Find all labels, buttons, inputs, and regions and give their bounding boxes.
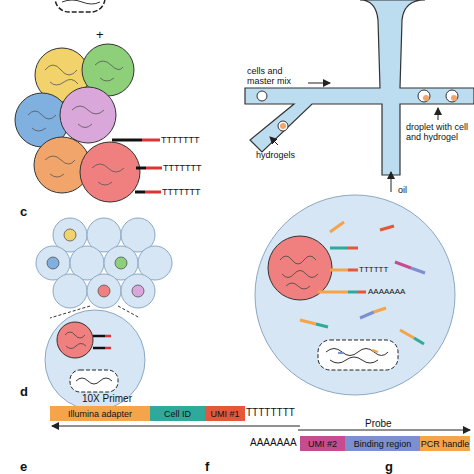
panel-letter: c — [20, 205, 27, 219]
sequence-segment: PCR handle — [420, 436, 470, 451]
panel-letter: e — [20, 460, 27, 474]
poly-a: AAAAAAA — [250, 437, 297, 448]
inlet-label: cells and master mix — [247, 66, 307, 86]
inlet-label: hydrogels — [256, 150, 295, 160]
panel-letter: d — [20, 385, 28, 399]
sequence-segment: Binding region — [345, 436, 420, 451]
poly-t: TTTTTTT — [162, 187, 200, 197]
inlet-label: oil — [398, 185, 407, 195]
segment-text: Binding region — [354, 439, 412, 449]
sequence-segment: UMI #1 — [205, 406, 245, 421]
poly-a: AAAAAAA — [368, 287, 405, 296]
poly-t: TTTTTT — [359, 265, 388, 274]
panel-letter: g — [385, 460, 393, 474]
segment-text: Illumina adapter — [68, 409, 132, 419]
plus-sign: + — [96, 28, 104, 42]
primer-label: 10X Primer — [82, 393, 132, 404]
panel-letter: f — [205, 460, 209, 474]
segment-text: PCR handle — [421, 439, 470, 449]
droplet-label: droplet with cell and hydrogel — [406, 122, 472, 142]
sequence-segment: UMI #2 — [300, 436, 345, 451]
poly-t: TTTTTTT — [163, 163, 201, 173]
segment-text: Cell ID — [164, 409, 191, 419]
poly-t: TTTTTTT — [161, 135, 199, 145]
sequence-segment: Illumina adapter — [50, 406, 150, 421]
segment-text: UMI #2 — [308, 439, 337, 449]
probe-label: Probe — [365, 418, 392, 429]
segment-text: UMI #1 — [210, 409, 239, 419]
poly-t: TTTTTTTT — [246, 407, 295, 418]
sequence-segment: Cell ID — [150, 406, 205, 421]
